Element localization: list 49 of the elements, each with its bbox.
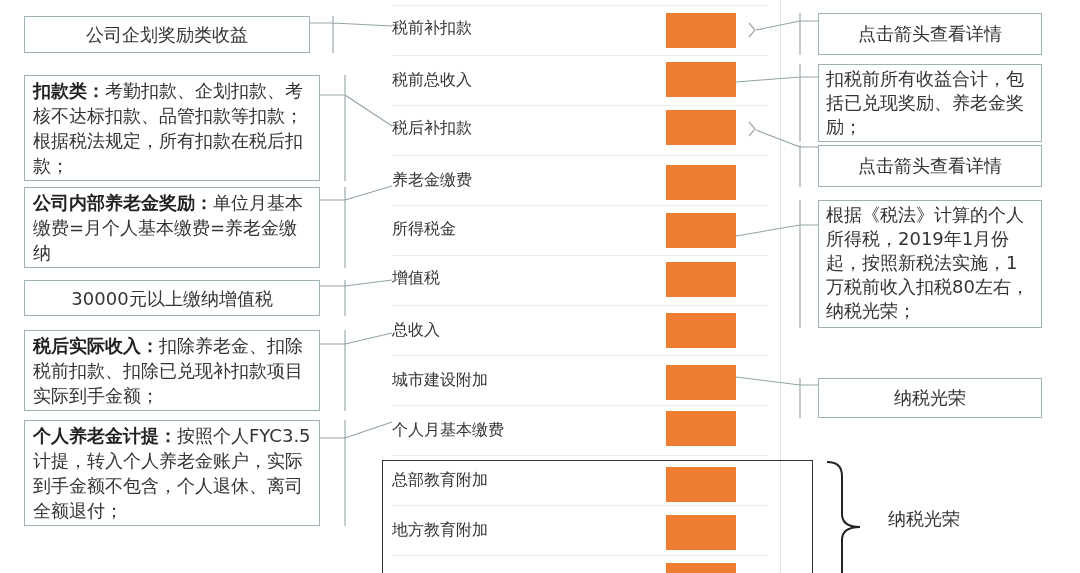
callout-box: 扣款类：考勤扣款、企划扣款、考核不达标扣款、品管扣款等扣款；根据税法规定，所有扣款在税后扣款； [24, 75, 320, 181]
item-label: 地方教育附加 [392, 520, 488, 540]
leader-line [319, 279, 393, 317]
masked-value [666, 411, 736, 446]
masked-value [666, 165, 736, 200]
item-label: 个人月基本缴费 [392, 420, 504, 440]
item-label: 总部教育附加 [392, 470, 488, 490]
callout-box: 30000元以上缴纳增值税 [24, 280, 320, 316]
leader-line [319, 419, 393, 527]
leader-line [319, 74, 393, 182]
item-label: 税后补扣款 [392, 118, 472, 138]
callout-box: 公司内部养老金奖励：单位月基本缴费=月个人基本缴费=养老金缴纳 [24, 187, 320, 268]
masked-value [666, 467, 736, 502]
callout-box: 个人养老金计提：按照个人FYC3.5计提，转入个人养老金账户，实际到手金额不包含，个人退休、离司全额退付； [24, 420, 320, 526]
chevron-icon [748, 22, 756, 38]
item-label: 税前总收入 [392, 70, 472, 90]
leader-line [319, 185, 393, 269]
masked-value [666, 365, 736, 400]
annotation-text: 纳税光荣 [888, 507, 960, 531]
callout-box: 点击箭头查看详情 [818, 145, 1042, 187]
item-label: 增值税 [392, 268, 440, 288]
leader-line [755, 129, 819, 188]
item-label: 城市建设附加 [392, 370, 488, 390]
leader-line [735, 63, 819, 143]
masked-value [666, 110, 736, 145]
leader-line [755, 12, 819, 56]
callout-box: 根据《税法》计算的个人所得税，2019年1月份起，按照新税法实施，1万税前收入扣税80左右，纳税光荣； [818, 200, 1042, 328]
item-label: 税前补扣款 [392, 18, 472, 38]
masked-value [666, 313, 736, 348]
callout-box: 纳税光荣 [818, 378, 1042, 418]
chevron-icon [748, 121, 756, 137]
masked-value [666, 13, 736, 48]
masked-value [666, 62, 736, 97]
item-label: 总收入 [392, 320, 440, 340]
callout-box: 扣税前所有收益合计，包括已兑现奖励、养老金奖励； [818, 64, 1042, 142]
callout-box: 税后实际收入：扣除养老金、扣除税前扣款、扣除已兑现补扣款项目实际到手金额； [24, 330, 320, 411]
masked-value [666, 515, 736, 550]
masked-value [666, 563, 736, 573]
callout-box: 公司企划奖励类收益 [24, 16, 310, 53]
leader-line [735, 376, 819, 419]
leader-line [309, 15, 393, 54]
leader-line [735, 199, 819, 329]
masked-value [666, 213, 736, 248]
leader-line [319, 329, 393, 412]
callout-box: 点击箭头查看详情 [818, 13, 1042, 55]
item-label: 所得税金 [392, 219, 456, 239]
group-frame [382, 460, 813, 573]
masked-value [666, 262, 736, 297]
item-label: 养老金缴费 [392, 170, 472, 190]
